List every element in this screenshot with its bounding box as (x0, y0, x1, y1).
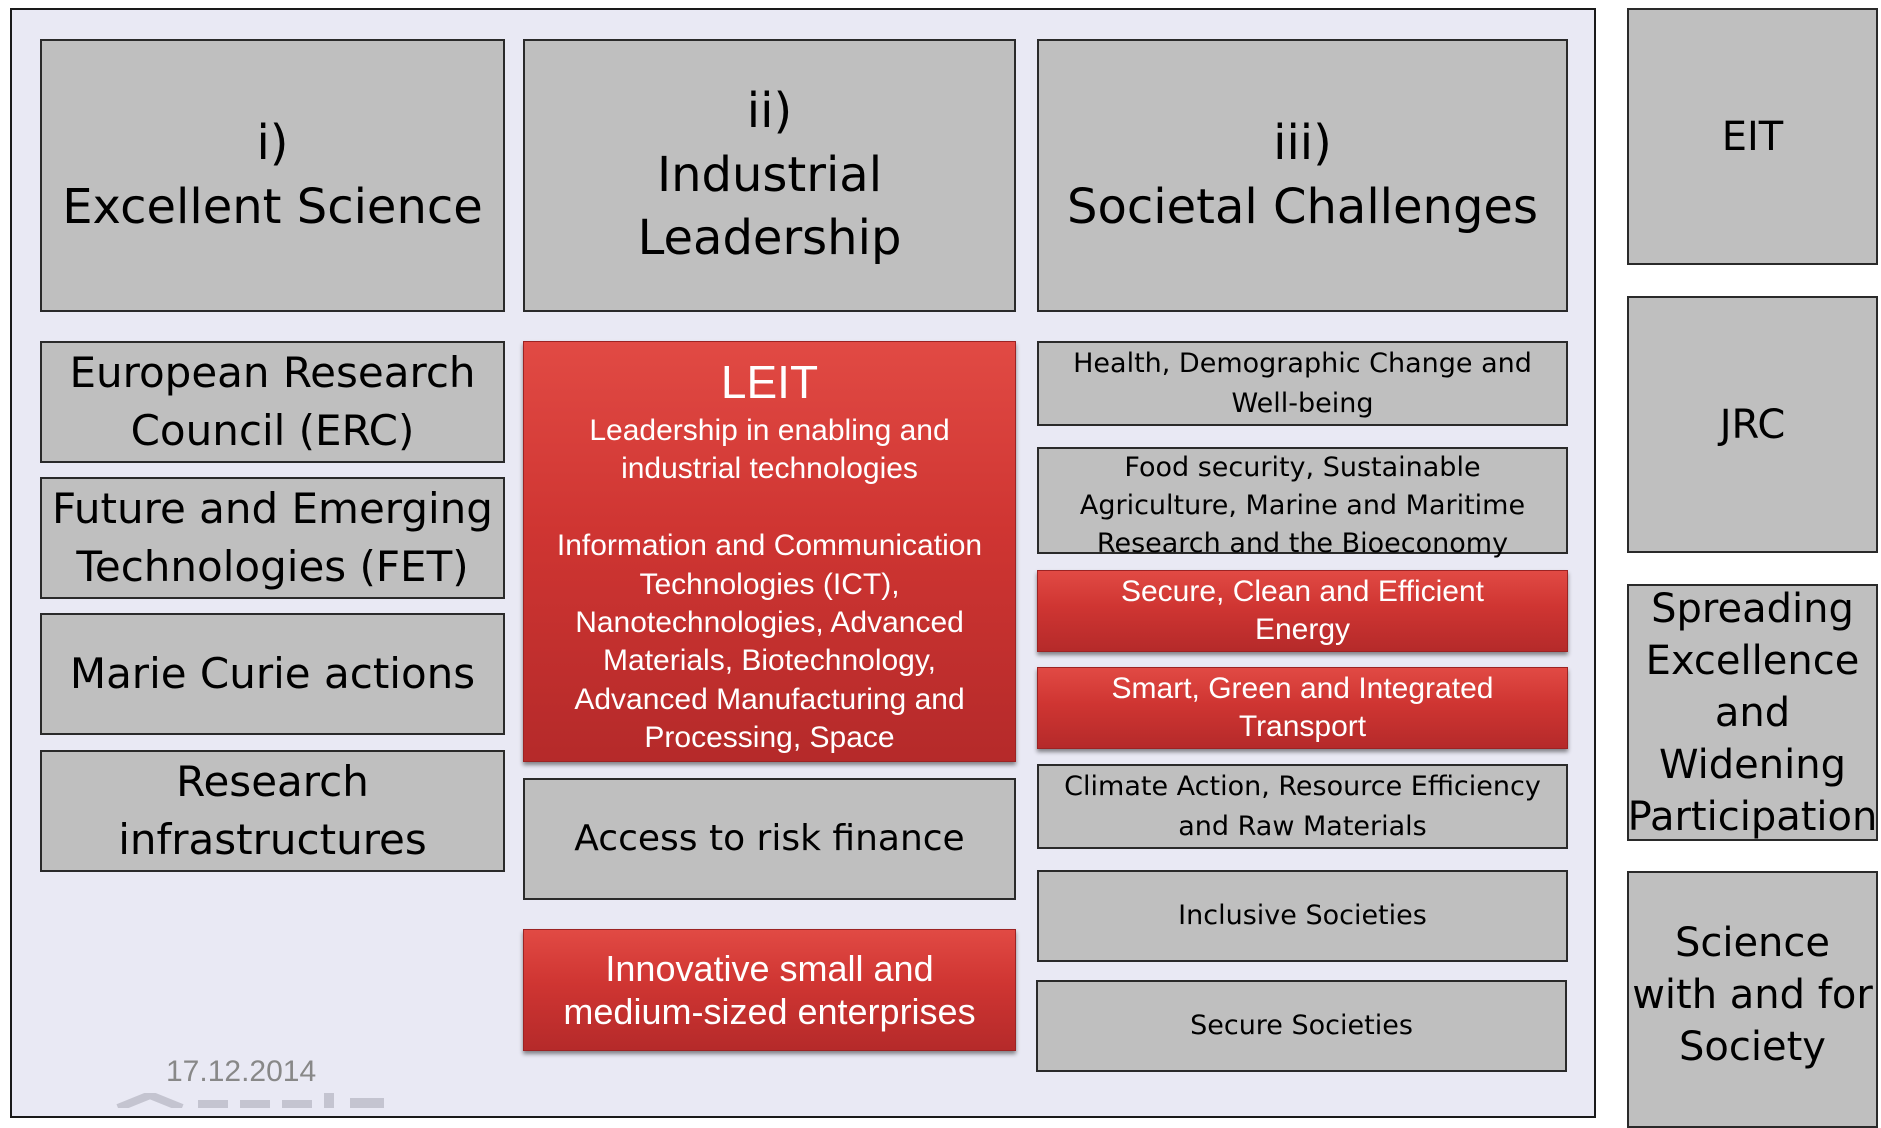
research-infrastructures-line2: infrastructures (118, 815, 427, 864)
transport-label-line2: Transport (1238, 710, 1367, 743)
pillar-number: iii) (1273, 114, 1332, 171)
inclusive-societies-label: Inclusive Societies (1178, 900, 1427, 932)
leit-list-line3: Nanotechnologies, Advanced (575, 606, 964, 640)
risk-finance-label: Access to risk finance (574, 818, 965, 860)
spreading-label-line3: and Widening (1659, 689, 1846, 788)
eit-box: EIT (1627, 8, 1878, 265)
research-infrastructures-line1: Research (176, 757, 369, 807)
science-label-line2: with and for (1632, 972, 1873, 1018)
fet-box: Future and Emerging Technologies (FET) (40, 477, 505, 599)
climate-label-line1: Climate Action, Resource Efficiency (1064, 771, 1541, 803)
erc-box: European Research Council (ERC) (40, 341, 505, 463)
pillar-title-line1: Industrial (656, 146, 883, 203)
pillar-industrial-leadership: ii) Industrial Leadership (523, 39, 1016, 312)
leit-list-line5: Advanced Manufacturing and (574, 682, 965, 716)
leit-list-line2: Technologies (ICT), (639, 567, 900, 601)
health-label-line2: Well-being (1231, 387, 1374, 419)
eit-label: EIT (1721, 113, 1784, 160)
pillar-title: Societal Challenges (1067, 178, 1538, 235)
science-society-box: Science with and for Society (1627, 871, 1878, 1128)
energy-box: Secure, Clean and Efficient Energy (1037, 570, 1568, 652)
pillar-number: i) (256, 114, 289, 171)
energy-label-line1: Secure, Clean and Efficient (1120, 574, 1484, 608)
pillar-excellent-science: i) Excellent Science (40, 39, 505, 312)
sme-box: Innovative small and medium-sized enterp… (523, 929, 1016, 1051)
spreading-label-line2: Excellence (1645, 637, 1860, 684)
erc-label-line1: European Research (69, 348, 476, 398)
pillar-number: ii) (746, 82, 793, 139)
leit-list-line4: Materials, Biotechnology, (603, 644, 936, 678)
leit-list-line6: Processing, Space (644, 721, 895, 755)
organization-logo (116, 1093, 384, 1108)
science-label-line1: Science (1674, 920, 1831, 966)
research-infrastructures-box: Research infrastructures (40, 750, 505, 872)
food-label-line2: Agriculture, Marine and Maritime (1079, 490, 1526, 522)
secure-societies-label: Secure Societies (1190, 1010, 1413, 1042)
pillar-societal-challenges: iii) Societal Challenges (1037, 39, 1568, 312)
leit-box: LEIT Leadership in enabling and industri… (523, 341, 1016, 762)
pillar-title: Excellent Science (62, 178, 483, 235)
sme-label-line2: medium-sized enterprises (563, 991, 976, 1032)
fet-label-line1: Future and Emerging (52, 484, 493, 534)
food-security-box: Food security, Sustainable Agriculture, … (1037, 447, 1568, 559)
food-label-line1: Food security, Sustainable (1124, 452, 1481, 483)
health-label-line1: Health, Demographic Change and (1073, 348, 1532, 380)
spreading-excellence-box: Spreading Excellence and Widening Partic… (1627, 584, 1878, 841)
energy-label-line2: Energy (1254, 613, 1351, 646)
leit-list-line1: Information and Communication (556, 529, 983, 563)
science-label-line3: Society (1679, 1024, 1826, 1070)
leit-title: LEIT (720, 356, 819, 408)
spreading-label-line4: Participation (1627, 793, 1878, 840)
jrc-box: JRC (1627, 296, 1878, 553)
leit-subtitle-line1: Leadership in enabling and (589, 413, 950, 447)
transport-label-line1: Smart, Green and Integrated (1111, 671, 1494, 705)
health-box: Health, Demographic Change and Well-bein… (1037, 341, 1568, 426)
erc-label-line2: Council (ERC) (130, 406, 415, 455)
marie-curie-box: Marie Curie actions (40, 613, 505, 735)
footer-date: 17.12.2014 (166, 1055, 317, 1088)
secure-societies-box: Secure Societies (1036, 980, 1567, 1072)
inclusive-societies-box: Inclusive Societies (1037, 870, 1568, 962)
climate-action-box: Climate Action, Resource Efficiency and … (1037, 764, 1568, 849)
jrc-label: JRC (1719, 401, 1786, 448)
fet-label-line2: Technologies (FET) (76, 542, 469, 591)
marie-curie-label: Marie Curie actions (69, 649, 476, 699)
food-label-line3: Research and the Bioeconomy (1096, 528, 1509, 560)
sme-label-line1: Innovative small and (605, 947, 934, 989)
pillar-title-line2: Leadership (637, 210, 902, 267)
transport-box: Smart, Green and Integrated Transport (1037, 667, 1568, 749)
spreading-label-line1: Spreading (1651, 585, 1854, 632)
leit-subtitle-line2: industrial technologies (621, 451, 918, 485)
risk-finance-box: Access to risk finance (523, 778, 1016, 900)
climate-label-line2: and Raw Materials (1178, 810, 1427, 842)
